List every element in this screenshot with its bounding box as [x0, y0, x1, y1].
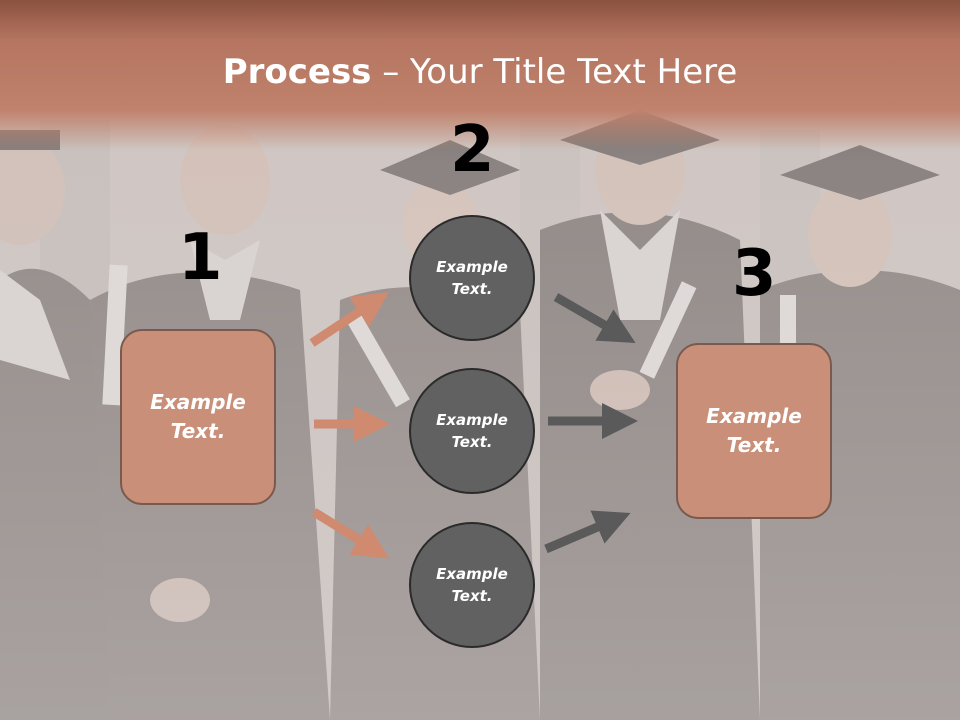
- process-circle-top[interactable]: Example Text.: [409, 215, 535, 341]
- left-box-line1: Example: [150, 390, 246, 414]
- arrow-left-up: [309, 292, 390, 347]
- arrow-right-up: [544, 510, 631, 554]
- circle-middle-line2: Text.: [451, 433, 493, 451]
- circle-top-line2: Text.: [451, 280, 493, 298]
- step-number-2: 2: [450, 113, 495, 187]
- left-process-box[interactable]: Example Text.: [120, 329, 276, 505]
- arrow-left-down: [311, 508, 390, 559]
- circle-middle-line1: Example: [436, 410, 508, 429]
- step-number-3: 3: [732, 237, 777, 311]
- right-box-line2: Text.: [726, 433, 782, 457]
- slide-title: Process – Your Title Text Here: [0, 52, 960, 92]
- right-box-line1: Example: [706, 404, 802, 428]
- left-box-line2: Text.: [170, 419, 226, 443]
- process-circle-bottom[interactable]: Example Text.: [409, 522, 535, 648]
- title-bold: Process: [222, 52, 372, 92]
- title-band: [0, 0, 960, 150]
- circle-top-line1: Example: [436, 257, 508, 276]
- title-rest: – Your Title Text Here: [371, 52, 738, 92]
- circle-bottom-line1: Example: [436, 564, 508, 583]
- circle-bottom-line2: Text.: [451, 587, 493, 605]
- right-process-box[interactable]: Example Text.: [676, 343, 832, 519]
- step-number-1: 1: [178, 221, 223, 295]
- process-circle-middle[interactable]: Example Text.: [409, 368, 535, 494]
- arrow-right-down: [553, 293, 636, 344]
